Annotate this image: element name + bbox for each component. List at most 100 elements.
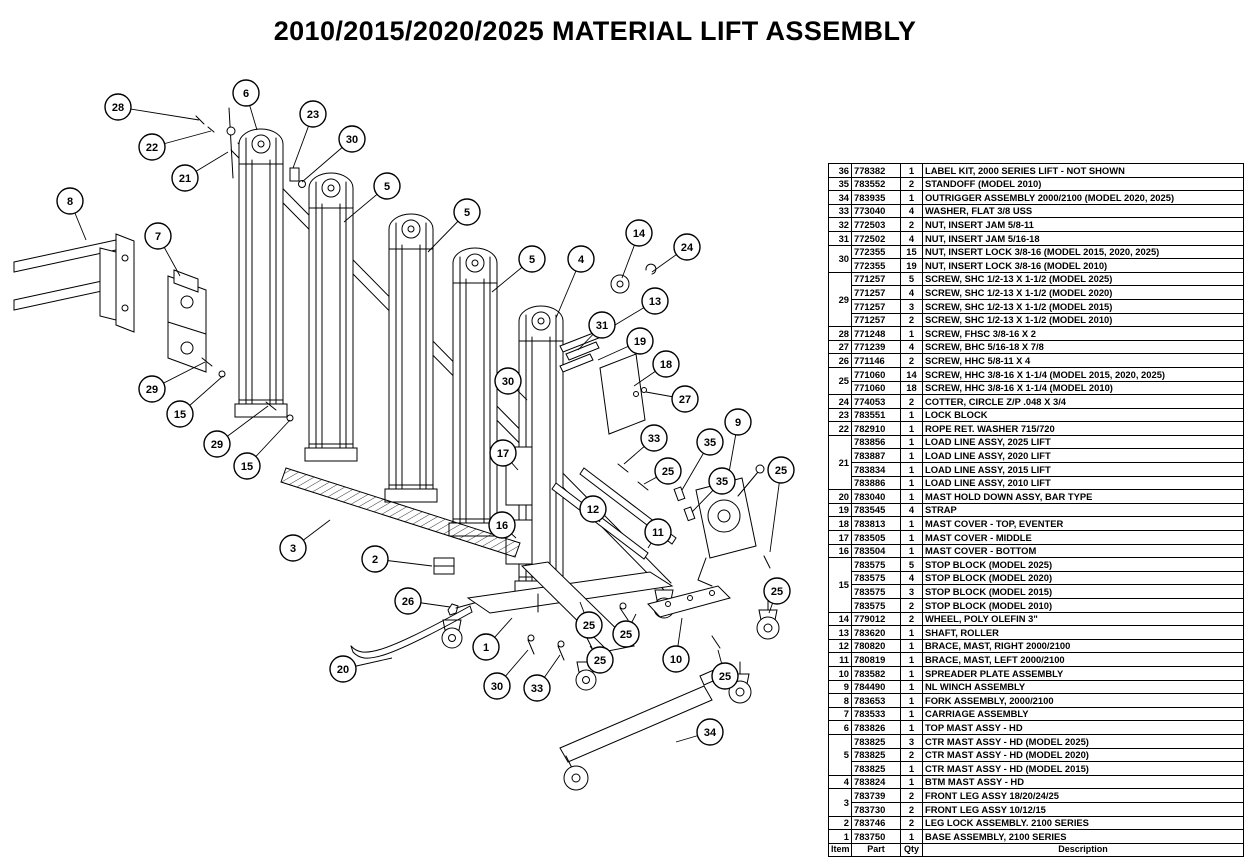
qty-cell: 1	[900, 516, 923, 532]
svg-text:14: 14	[633, 228, 646, 240]
fork-assembly	[13, 233, 135, 333]
item-cell: 14	[828, 611, 852, 627]
part-cell: 783824	[851, 774, 901, 790]
item-cell: 36	[828, 163, 852, 178]
callout-balloon: 19	[626, 327, 654, 355]
part-cell: 783825	[851, 747, 901, 763]
qty-header: Qty	[900, 842, 923, 857]
center-mast-2	[384, 213, 438, 503]
qty-cell: 4	[900, 285, 923, 300]
item-header: Item	[828, 842, 852, 857]
description-cell: SCREW, SHC 1/2-13 X 1-1/2 (MODEL 2020)	[922, 285, 1244, 300]
part-cell: 783575	[851, 584, 901, 599]
svg-text:5: 5	[464, 207, 470, 219]
exploded-view	[13, 107, 780, 791]
qty-cell: 1	[900, 475, 923, 491]
description-cell: SHAFT, ROLLER	[922, 625, 1244, 640]
description-cell: SCREW, SHC 1/2-13 X 1-1/2 (MODEL 2015)	[922, 298, 1244, 314]
leg-lock	[433, 557, 455, 575]
item-cell: 34	[828, 190, 852, 205]
part-cell: 783575	[851, 570, 901, 586]
qty-cell: 4	[900, 203, 923, 219]
callout-balloon: 30	[338, 125, 366, 153]
qty-cell: 1	[900, 706, 923, 722]
svg-text:30: 30	[491, 681, 503, 693]
carriage-assembly	[167, 269, 207, 373]
svg-text:29: 29	[211, 439, 223, 451]
description-cell: SCREW, BHC 5/16-18 X 7/8	[922, 339, 1244, 355]
callout-balloon: 33	[523, 674, 551, 702]
callout-balloon: 10	[662, 645, 690, 673]
item-cell: 5	[828, 733, 852, 776]
description-cell: CARRIAGE ASSEMBLY	[922, 706, 1244, 722]
item-cell: 3	[828, 788, 852, 817]
qty-cell: 15	[900, 244, 923, 260]
part-cell: 783040	[851, 489, 901, 504]
item-cell: 9	[828, 679, 852, 695]
qty-cell: 2	[900, 394, 923, 409]
qty-cell: 4	[900, 339, 923, 355]
callout-balloon: 35	[696, 428, 724, 456]
description-cell: BTM MAST ASSY - HD	[922, 774, 1244, 790]
part-cell: 783582	[851, 665, 901, 681]
qty-cell: 5	[900, 271, 923, 287]
svg-text:30: 30	[502, 376, 514, 388]
description-cell: NUT, INSERT LOCK 3/8-16 (MODEL 2015, 202…	[922, 244, 1244, 260]
description-cell: LOCK BLOCK	[922, 407, 1244, 423]
description-cell: NUT, INSERT JAM 5/8-11	[922, 217, 1244, 232]
part-cell: 772503	[851, 217, 901, 232]
item-cell: 24	[828, 394, 852, 409]
qty-cell: 19	[900, 258, 923, 273]
description-cell: LEG LOCK ASSEMBLY. 2100 SERIES	[922, 815, 1244, 831]
callout-balloon: 1	[472, 633, 500, 661]
qty-cell: 4	[900, 502, 923, 518]
description-cell: COTTER, CIRCLE Z/P .048 X 3/4	[922, 394, 1244, 409]
callout-balloon: 9	[724, 408, 752, 436]
qty-cell: 1	[900, 543, 923, 559]
description-cell: NUT, INSERT JAM 5/16-18	[922, 230, 1244, 246]
callout-balloon: 4	[567, 245, 595, 273]
svg-text:17: 17	[497, 448, 509, 460]
svg-text:25: 25	[594, 655, 606, 667]
callout-balloon: 33	[640, 424, 668, 452]
part-cell: 771257	[851, 298, 901, 314]
svg-text:34: 34	[704, 727, 717, 739]
mast-cover-top	[599, 353, 647, 435]
description-cell: STRAP	[922, 502, 1244, 518]
item-cell: 21	[828, 434, 852, 491]
callout-balloon: 24	[673, 233, 701, 261]
description-cell: STOP BLOCK (MODEL 2025)	[922, 557, 1244, 572]
qty-cell: 3	[900, 584, 923, 599]
qty-cell: 5	[900, 557, 923, 572]
callout-balloon: 26	[394, 587, 422, 615]
callout-balloon: 23	[299, 100, 327, 128]
part-cell: 780819	[851, 652, 901, 667]
qty-cell: 2	[900, 747, 923, 763]
description-cell: SCREW, HHC 3/8-16 X 1-1/4 (MODEL 2010)	[922, 380, 1244, 396]
item-cell: 2	[828, 815, 852, 831]
callout-balloon: 25	[767, 456, 795, 484]
center-mast-1	[304, 172, 358, 462]
callout-balloon: 5	[518, 245, 546, 273]
callout-balloon: 6	[232, 79, 260, 107]
callout-balloon: 2	[361, 545, 389, 573]
part-cell: 783825	[851, 761, 901, 776]
